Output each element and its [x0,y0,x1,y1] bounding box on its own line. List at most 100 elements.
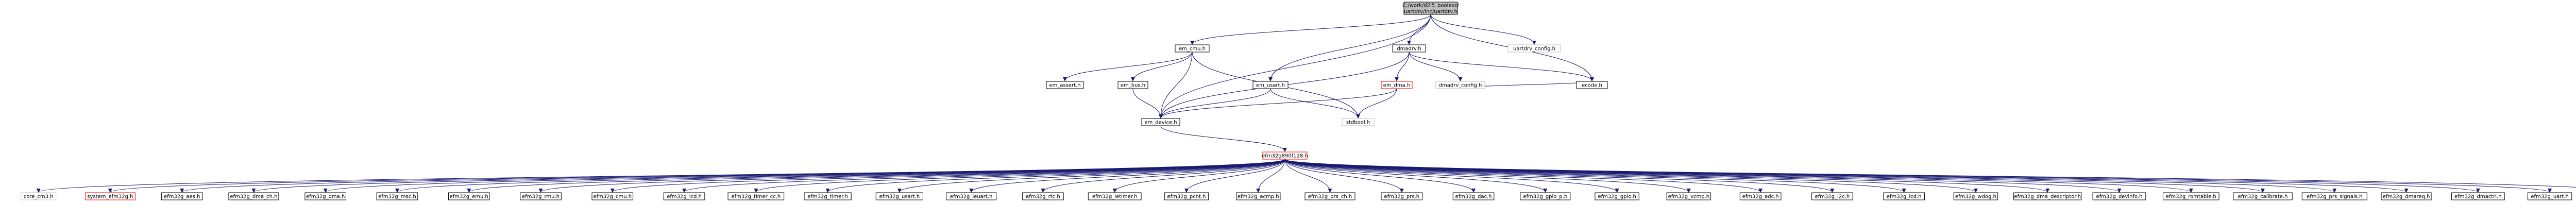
edge-efm32g-to-leaf [538,159,1285,193]
edge-root-to-em-usart [1268,14,1431,81]
leaf-node-label: efm32g_letimer.h [1092,194,1138,200]
node-em-device-label: em_device.h [1144,120,1177,126]
node-em-device[interactable]: em_device.h [1141,118,1180,126]
leaf-node[interactable]: efm32g_leuart.h [946,192,997,200]
node-em-usart[interactable]: em_usart.h [1252,81,1289,89]
leaf-node-box [727,192,785,200]
leaf-node[interactable]: efm32g_dac.h [1452,192,1495,200]
leaf-node[interactable]: efm32g_usart.h [875,192,923,200]
edge-efm32g-to-leaf [897,159,1285,193]
leaf-node[interactable]: efm32g_prs.h [1381,192,1423,200]
leaf-node[interactable]: efm32g_dmactrl.h [2451,192,2505,200]
node-em-bus-label: em_bus.h [1121,83,1145,89]
edge-em-bus-to-em-device [1132,88,1163,119]
leaf-node-label: core_cm3.h [24,194,54,200]
leaf-node-box [2451,192,2505,200]
edge-efm32g-to-leaf [1284,159,1404,193]
leaf-node[interactable]: efm32g_pcnt.h [1164,192,1209,200]
leaf-node-label: efm32g_prs_signals.h [2307,194,2362,200]
node-stdbool[interactable]: stdbool.h [1342,118,1375,126]
edge-efm32g-to-leaf [754,159,1285,193]
leaf-node-label: efm32g_leuart.h [950,194,992,200]
node-dmadrv[interactable]: dmadrv.h [1392,44,1426,53]
edge-efm32g-to-leaf [1284,159,2265,193]
node-root-box [1403,2,1458,15]
leaf-node-box [448,192,490,200]
leaf-node-box [2381,192,2432,200]
leaf-node[interactable]: efm32g_prs_ch.h [1304,192,1355,200]
edge-efm32g-to-leaf [1284,159,1835,193]
node-em-cmu[interactable]: em_cmu.h [1175,44,1210,53]
leaf-node-box [1595,192,1639,200]
leaf-node[interactable]: efm32g_rmu.h [520,192,562,200]
leaf-node-box [1811,192,1853,200]
leaf-node[interactable]: efm32g_acmp.h [1236,192,1281,200]
node-uartdrv-config[interactable]: uartdrv_config.h [1507,44,1561,53]
leaf-node-box [2301,192,2367,200]
leaf-node[interactable]: efm32g_uart.h [2527,192,2572,200]
leaf-node-box [84,192,135,200]
leaf-node[interactable]: efm32g_prs_signals.h [2301,192,2367,200]
leaf-node[interactable]: efm32g_i2c.h [1811,192,1853,200]
node-ecode-label: ecode.h [1582,83,1602,89]
leaf-node-label: efm32g_dac.h [1455,194,1492,200]
edge-efm32g-to-leaf [1284,159,1906,193]
leaf-node-label: efm32g_aes.h [164,194,200,200]
edge-dmadrv-to-em-dma [1395,52,1410,81]
leaf-node[interactable]: efm32g_wdog.h [1953,192,1998,200]
leaf-node-box [520,192,562,200]
node-uartdrv-config-box [1507,44,1561,53]
leaf-node-label: efm32g_gpio.h [1598,194,1636,200]
leaf-node[interactable]: efm32g_dma.h [304,192,347,200]
leaf-node[interactable]: efm32g_devinfo.h [2092,192,2146,200]
edge-em-usart-to-stdbool [1270,88,1360,119]
node-ecode[interactable]: ecode.h [1576,81,1608,89]
node-em-bus[interactable]: em_bus.h [1117,81,1148,89]
node-efm32g[interactable]: efm32g890f128.h [1262,151,1308,160]
node-dmadrv-config[interactable]: dmadrv_config.h [1435,81,1485,89]
leaf-node[interactable]: efm32g_msc.h [376,192,418,200]
leaf-node-label: efm32g_calibrate.h [2238,194,2288,200]
leaf-node-box [591,192,634,200]
leaf-node[interactable]: efm32g_calibrate.h [2233,192,2293,200]
leaf-node[interactable]: efm32g_timer.h [804,192,852,200]
leaf-node[interactable]: efm32g_adc.h [1739,192,1782,200]
edge-efm32g-to-leaf [1284,159,2576,188]
node-em-assert-box [1046,81,1084,89]
leaf-node-label: efm32g_dmareq.h [2383,194,2430,200]
leaf-node[interactable]: efm32g_letimer.h [1088,192,1142,200]
leaf-node[interactable]: efm32g_lcd.h [1883,192,1925,200]
leaf-node-box [228,192,279,200]
edge-efm32g-to-leaf [467,159,1285,193]
leaf-node[interactable]: efm32g_timer_cc.h [727,192,785,200]
edge-efm32g-to-leaf [969,159,1285,193]
leaf-node[interactable]: efm32g_dma_descriptor.h [2013,192,2082,200]
edge-efm32g-to-leaf [1284,159,1619,193]
leaf-node[interactable]: efm32g_dmareq.h [2381,192,2432,200]
leaf-node-label: efm32g_lcd.h [1887,194,1922,200]
leaf-node[interactable]: efm32g_aes.h [161,192,203,200]
leaf-node-box [1520,192,1571,200]
node-em-dma[interactable]: em_dma.h [1381,81,1413,89]
leaf-node-box [875,192,923,200]
leaf-node[interactable]: system_efm32g.h [84,192,135,200]
leaf-node[interactable]: efm32g_rtc.h [1022,192,1064,200]
leaf-node[interactable]: efm32g_emu.h [448,192,490,200]
node-em-assert[interactable]: em_assert.h [1046,81,1084,89]
leaf-node[interactable]: efm32g_romtable.h [2162,192,2219,200]
leaf-node[interactable]: efm32g_cmu.h [591,192,634,200]
leaf-node[interactable]: efm32g_gpio.h [1595,192,1639,200]
edge-efm32g-to-leaf [1184,159,1285,193]
edge-dmadrv-to-dmadrv-config [1409,52,1463,81]
leaf-node[interactable]: core_cm3.h [21,192,57,200]
leaf-node[interactable]: efm32g_vcmp.h [1666,192,1711,200]
leaf-node-label: efm32g_gpio_p.h [1523,194,1567,200]
node-root[interactable]: C:/work/d2l5_boolexc/uartdrv/inc/uartdrv… [1402,2,1460,15]
edge-efm32g-to-leaf [1256,159,1285,193]
leaf-node[interactable]: efm32g_lcd.h [663,192,705,200]
node-root-label: C:/work/d2l5_boolexc/ [1402,3,1460,9]
leaf-node-label: efm32g_pcnt.h [1167,194,1206,200]
leaf-node-box [1739,192,1782,200]
leaf-node[interactable]: efm32g_gpio_p.h [1520,192,1571,200]
leaf-node[interactable]: efm32g_dma_ch.h [228,192,279,200]
